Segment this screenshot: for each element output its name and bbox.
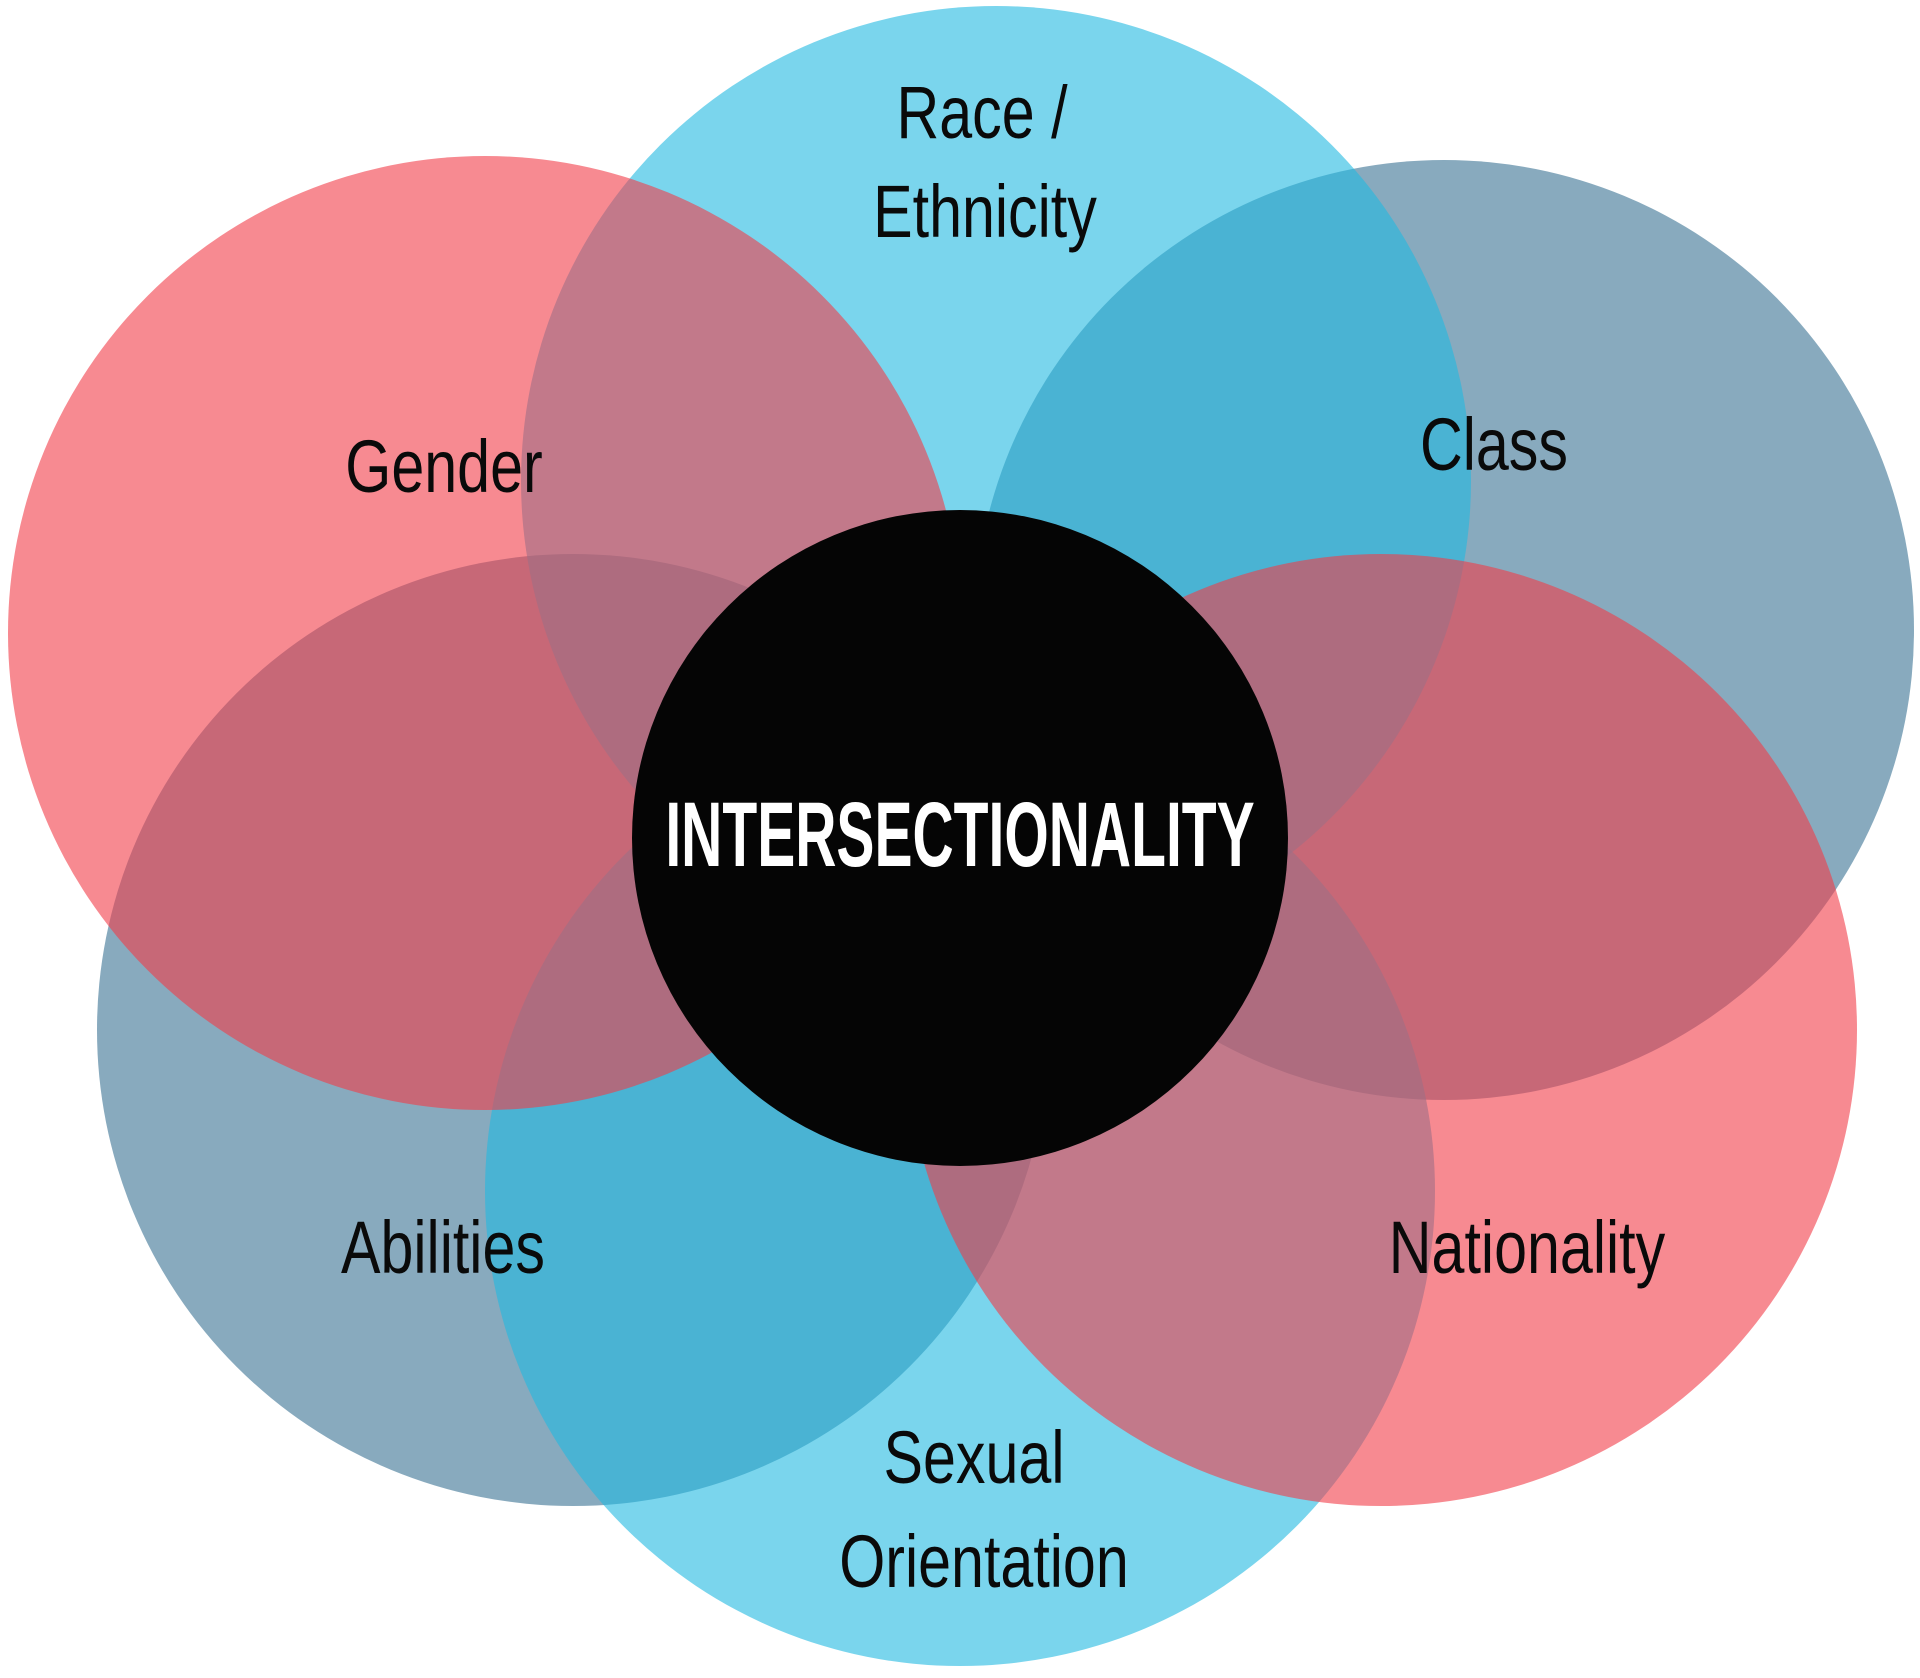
label-race-ethnicity: Race / Ethnicity — [873, 72, 1097, 254]
center-circle — [632, 510, 1288, 1166]
label-abilities: Abilities — [341, 1207, 545, 1290]
label-race-line1: Race / — [896, 72, 1067, 155]
label-sexual-line2: Orientation — [839, 1521, 1129, 1604]
label-class: Class — [1420, 404, 1568, 487]
label-sexual-line1: Sexual — [884, 1417, 1065, 1500]
center-title: INTERSECTIONALITY — [665, 784, 1254, 886]
label-race-line2: Ethnicity — [873, 171, 1097, 254]
label-nationality: Nationality — [1389, 1207, 1666, 1290]
label-gender: Gender — [345, 426, 542, 509]
label-sexual-orientation: Sexual Orientation — [839, 1417, 1129, 1604]
